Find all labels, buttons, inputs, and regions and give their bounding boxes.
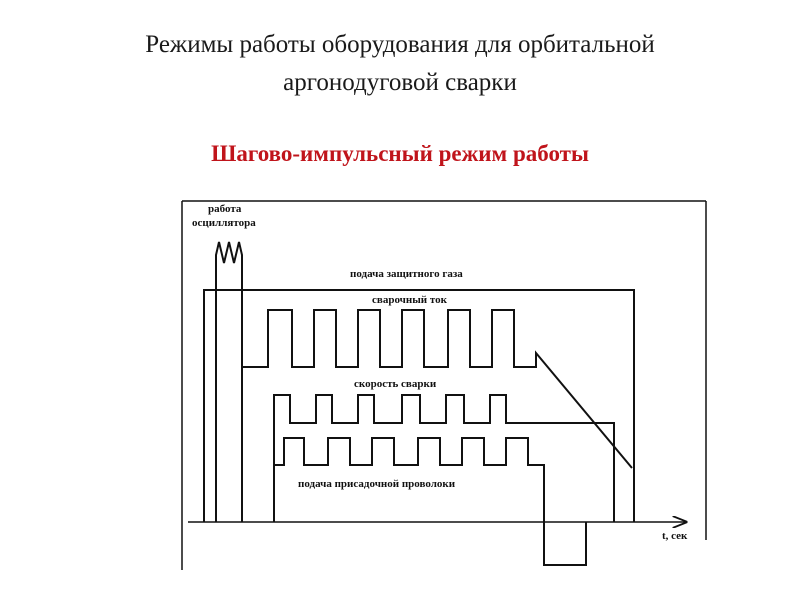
timing-diagram: работа осциллятора подача защитного газа… xyxy=(176,195,712,575)
slide-subtitle: Шагово-импульсный режим работы xyxy=(211,141,589,166)
welding-speed-signal xyxy=(273,394,615,522)
slide-title-line-2: аргонодуговой сварки xyxy=(283,69,517,96)
label-welding-speed: скорость сварки xyxy=(354,378,437,390)
timing-diagram-svg: работа осциллятора подача защитного газа… xyxy=(181,200,707,570)
label-filler-wire: подача присадочной проволоки xyxy=(298,478,456,490)
label-oscillator-line-1: работа xyxy=(208,203,242,215)
slide-title: Режимы работы оборудования для орбитальн… xyxy=(0,26,800,102)
oscillator-signal xyxy=(215,241,243,522)
slide-title-line-1: Режимы работы оборудования для орбитальн… xyxy=(145,31,655,58)
label-welding-current: сварочный ток xyxy=(372,294,448,306)
welding-current-signal xyxy=(241,309,633,522)
label-time-axis: t, сек xyxy=(662,530,688,542)
shielding-gas-signal xyxy=(203,289,635,522)
label-shielding-gas: подача защитного газа xyxy=(350,268,463,280)
filler-wire-signal xyxy=(273,437,587,566)
label-oscillator-line-2: осциллятора xyxy=(192,217,256,229)
